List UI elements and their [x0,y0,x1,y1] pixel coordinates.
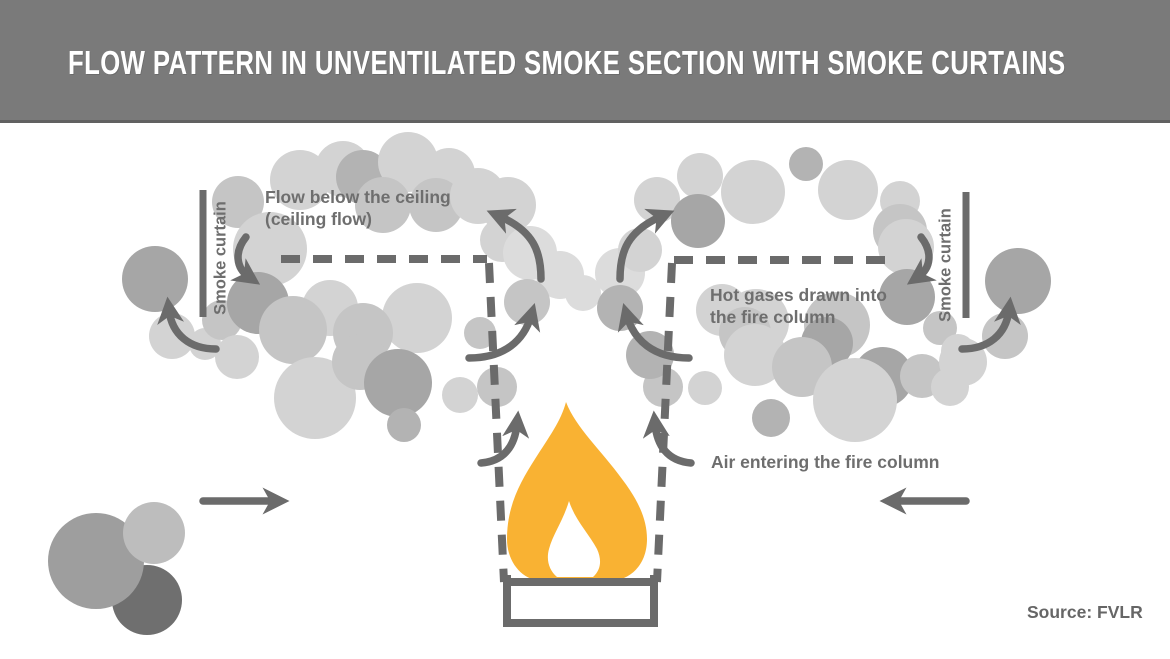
plume-arrow-right [616,208,675,283]
smoke-icon-circle [48,513,144,609]
smoke-cloud-circle [789,147,823,181]
smoke-cloud-circle [671,194,725,248]
smoke-curtains-layer [199,190,970,318]
smoke-cloud-circle [721,160,785,224]
smoke-cloud-circle [985,248,1051,314]
fire-column-dashed-right [653,262,676,583]
smoke-cloud-circle [464,317,496,349]
smoke-curtain-right-label: Smoke curtain [936,208,955,322]
hot-gases-line2: the fire column [710,307,836,327]
smoke-cloud-circle [813,358,897,442]
flame-inner-shape [547,501,601,577]
smoke-cloud-circle [597,285,643,331]
smoke-cloud-circle [387,408,421,442]
smoke-cloud-circle [364,349,432,417]
curtain-curl-arrow-right [906,233,937,285]
smoke-cloud-circle [212,176,264,228]
smoke-cloud-circle [274,357,356,439]
smoke-cloud-circle [677,153,723,199]
page-title: FLOW PATTERN IN UNVENTILATED SMOKE SECTI… [68,44,1066,81]
flow-below-ceiling-line1: Flow below the ceiling [265,187,451,207]
source-credit-label: Source: FVLR [1027,602,1143,622]
flame-outer-shape [507,402,647,581]
smoke-cloud-circle [442,377,478,413]
smoke-cloud-circle [565,275,601,311]
rise-arrow-left [157,296,220,353]
smoke-cloud-circle [724,324,786,386]
hot-gases-arrow-left [465,303,541,362]
smoke-icon-circle [123,502,185,564]
smoke-cloud-circle [259,296,327,364]
smoke-cloud-circle [382,283,452,353]
fire-column-dashed-left [485,262,508,583]
hot-gases-arrow-right [617,303,693,362]
smoke-cloud-circle [688,371,722,405]
smoke-cloud-circle [818,160,878,220]
smoke-cloud-circle [215,335,259,379]
hot-gases-label: Hot gases drawn into the fire column [710,284,887,328]
flow-below-ceiling-line2: (ceiling flow) [265,209,372,229]
smoke-cloud-circle [409,178,463,232]
smoke-cloud-circle [772,337,832,397]
plume-arrow-left [486,208,545,283]
dashed-lines-layer [281,255,890,583]
smoke-icon-layer [48,502,185,635]
smoke-curtain-left-label: Smoke curtain [211,201,230,315]
curtain-curl-arrow-left [230,233,261,285]
air-entering-label: Air entering the fire column [711,452,940,472]
smoke-cloud-circle [270,150,330,210]
title-banner: FLOW PATTERN IN UNVENTILATED SMOKE SECTI… [0,0,1170,123]
air-arrow-right [642,410,695,467]
smoke-cloud-circle [752,399,790,437]
rise-arrow-right [958,296,1021,353]
smoke-cloud-circle [879,269,935,325]
air-arrow-left [477,410,530,467]
flame-layer [503,402,658,627]
smoke-clouds-layer [122,132,1051,442]
smoke-cloud-circle [477,367,517,407]
fire-tray [503,578,658,627]
smoke-cloud-circle [122,246,188,312]
flow-arrows-layer [157,208,1021,515]
flow-below-ceiling-label: Flow below the ceiling (ceiling flow) [265,186,451,230]
smoke-cloud-circle [626,331,674,379]
smoke-cloud-circle [923,311,957,345]
smoke-cloud-circle [355,177,411,233]
hot-gases-line1: Hot gases drawn into [710,285,887,305]
smoke-cloud-circle [378,132,438,192]
